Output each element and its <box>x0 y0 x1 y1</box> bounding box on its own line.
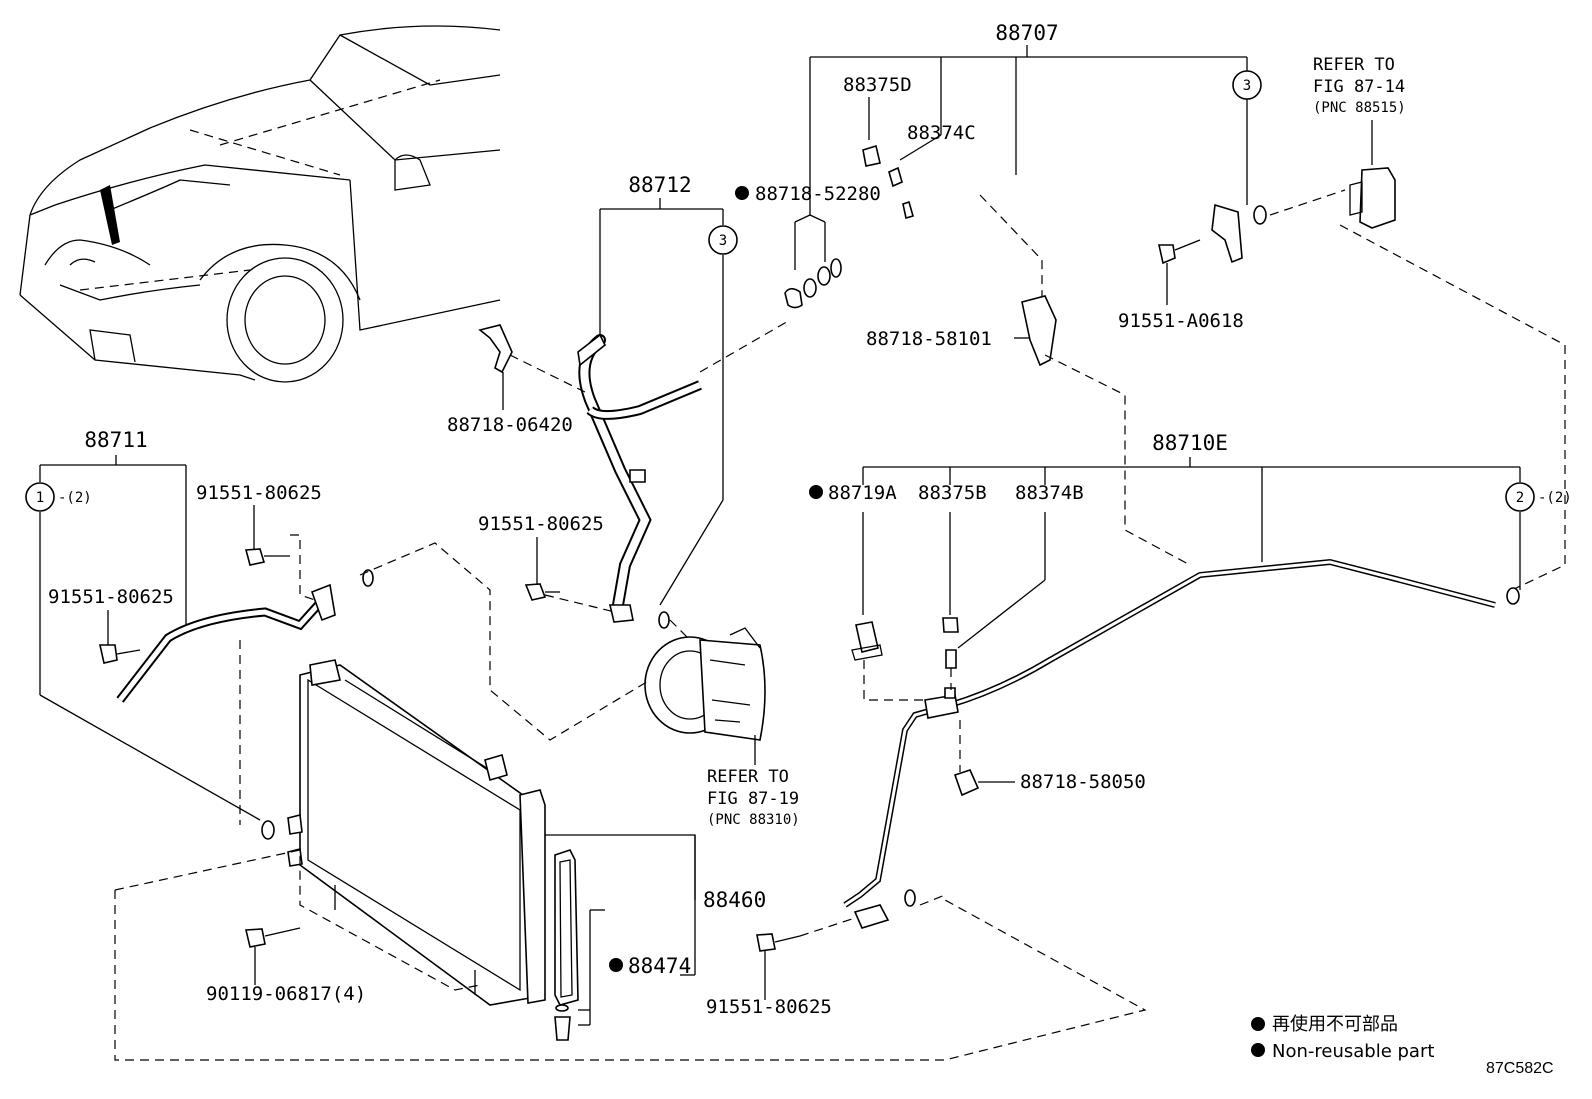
svg-text:1: 1 <box>36 490 44 506</box>
callout-2: 2 -(2) <box>1505 482 1572 512</box>
label-90119-06817: 90119-06817(4) <box>206 983 366 1005</box>
label-88711: 88711 <box>84 428 147 452</box>
suction-hose-88707 <box>784 45 1566 591</box>
label-88707: 88707 <box>995 21 1058 45</box>
reference-note-top: REFER TO FIG 87-14 (PNC 88515) <box>1313 55 1406 116</box>
svg-text:3: 3 <box>1243 78 1251 94</box>
label-88375D: 88375D <box>843 74 912 96</box>
non-reusable-bullet <box>809 485 823 499</box>
label-91551-80625-upper: 91551-80625 <box>196 482 322 504</box>
svg-text:(PNC 88310): (PNC 88310) <box>707 812 800 828</box>
svg-text:-(2): -(2) <box>1538 490 1572 506</box>
non-reusable-bullet <box>735 186 749 200</box>
svg-text:2: 2 <box>1516 490 1524 506</box>
label-91551-80625-left: 91551-80625 <box>48 586 174 608</box>
svg-text:Non-reusable part: Non-reusable part <box>1272 1041 1434 1062</box>
compressor <box>644 627 766 765</box>
label-88718-58101: 88718-58101 <box>866 328 992 350</box>
label-88710E: 88710E <box>1152 431 1228 455</box>
callout-1: 1 -(2) <box>25 482 92 512</box>
figure-code: 87C582C <box>1486 1060 1554 1077</box>
condenser-assembly <box>39 455 1147 1061</box>
label-88374C: 88374C <box>907 122 976 144</box>
non-reusable-bullet <box>609 958 623 972</box>
svg-text:REFER TO: REFER TO <box>1313 55 1395 75</box>
svg-text:FIG 87-14: FIG 87-14 <box>1313 77 1405 97</box>
vehicle-illustration <box>19 25 501 383</box>
label-88375B: 88375B <box>918 482 987 504</box>
svg-text:-(2): -(2) <box>58 490 92 506</box>
callout-3-lower: 3 <box>708 225 738 255</box>
label-88719A: 88719A <box>828 482 897 504</box>
label-88718-58050: 88718-58050 <box>1020 771 1146 793</box>
svg-text:再使用不可部品: 再使用不可部品 <box>1272 1014 1398 1035</box>
label-91551-80625-lower: 91551-80625 <box>706 996 832 1018</box>
label-91551-80625-center: 91551-80625 <box>478 513 604 535</box>
label-88474: 88474 <box>628 954 691 978</box>
reference-note-compressor: REFER TO FIG 87-19 (PNC 88310) <box>707 767 800 828</box>
label-91551-A0618: 91551-A0618 <box>1118 310 1244 332</box>
label-88460: 88460 <box>703 888 766 912</box>
label-88374B: 88374B <box>1015 482 1084 504</box>
svg-text:3: 3 <box>719 233 727 249</box>
discharge-hose-88712 <box>478 198 791 641</box>
callout-3-upper: 3 <box>1232 70 1262 100</box>
svg-text:FIG 87-19: FIG 87-19 <box>707 789 799 809</box>
svg-text:(PNC 88515): (PNC 88515) <box>1313 100 1406 116</box>
label-88718-06420: 88718-06420 <box>447 414 573 436</box>
svg-text:REFER TO: REFER TO <box>707 767 789 787</box>
label-88718-52280: 88718-52280 <box>755 183 881 205</box>
liquid-tube-88710E <box>756 457 1521 1000</box>
label-88712: 88712 <box>628 173 691 197</box>
legend: 再使用不可部品 Non-reusable part <box>1251 1014 1434 1062</box>
